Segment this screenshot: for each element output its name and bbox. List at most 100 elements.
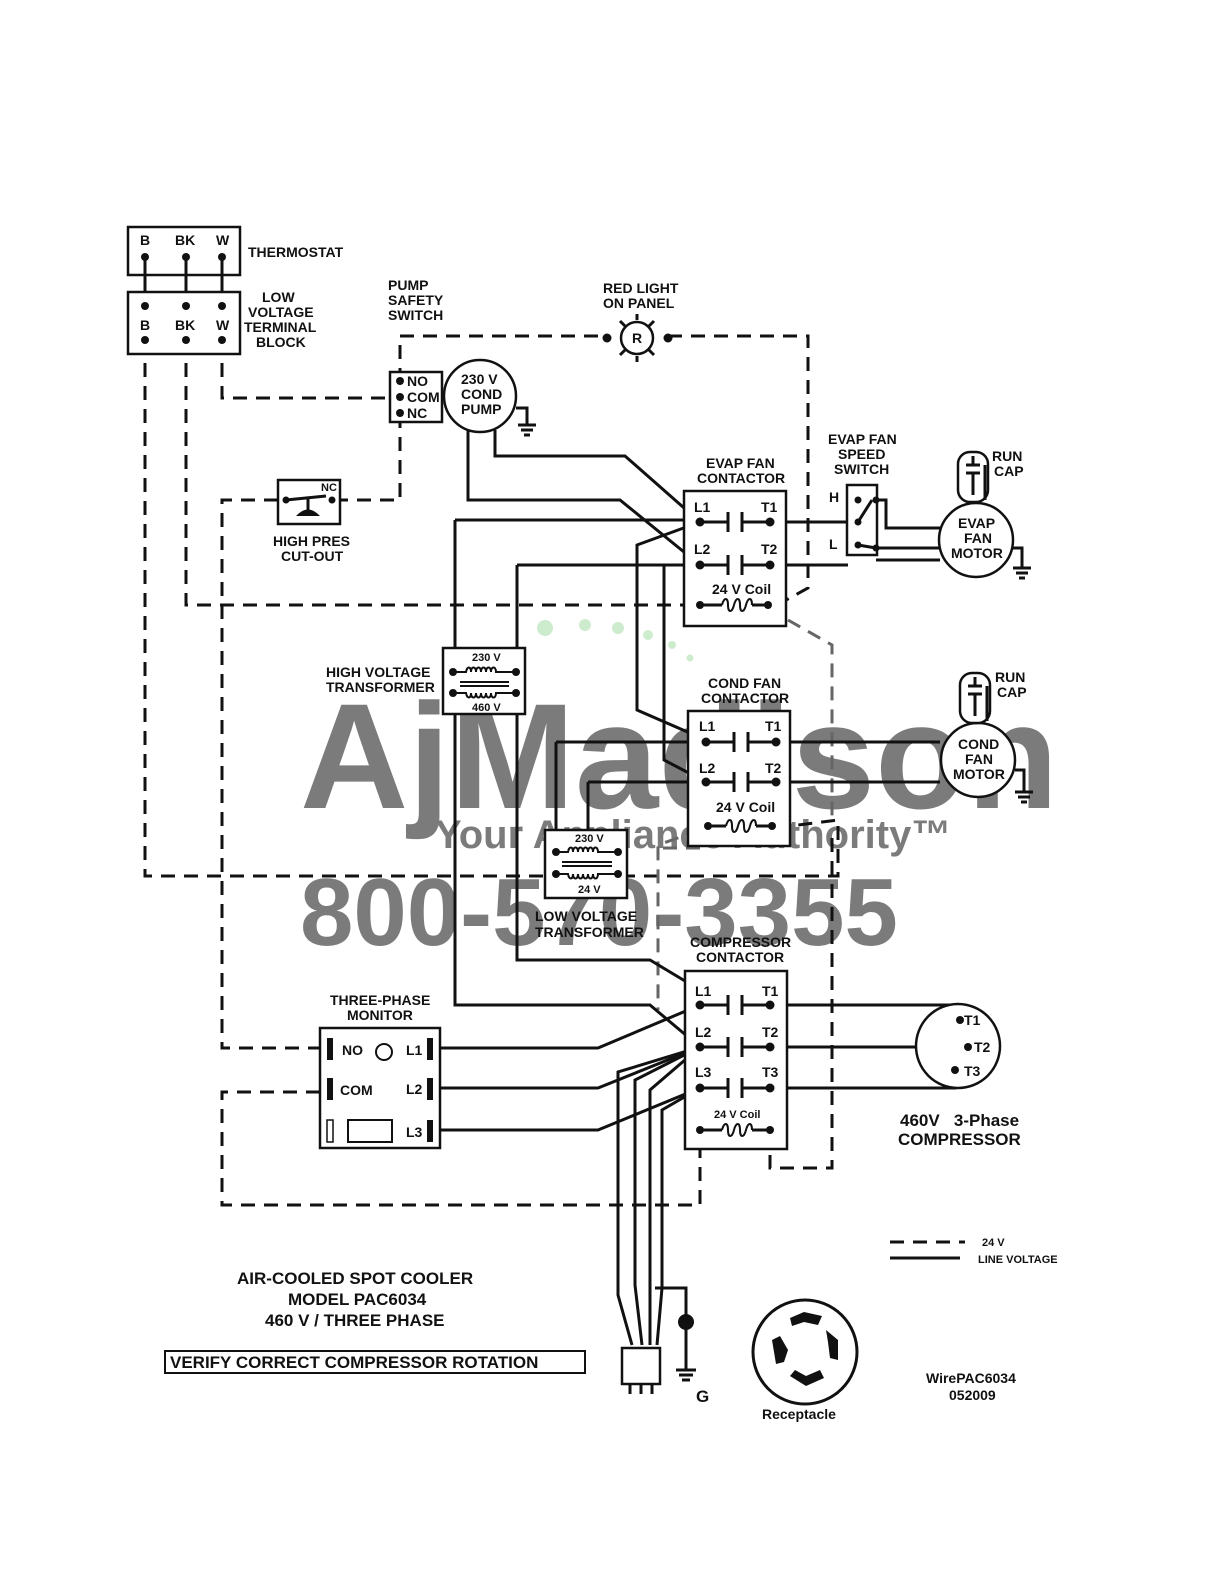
monitor-indicator-icon	[375, 1043, 393, 1061]
compressor-title-1: 460V 3-Phase	[900, 1111, 1019, 1130]
high-pres-title-2: CUT-OUT	[281, 548, 344, 564]
cond-contactor-t2: T2	[765, 760, 782, 776]
compressor-contactor-l3: L3	[695, 1064, 712, 1080]
high-pres-nc: NC	[321, 482, 337, 494]
receptacle-label: Receptacle	[762, 1406, 836, 1422]
cond-contactor-title-1: COND FAN	[708, 675, 781, 691]
doc-code-1: WirePAC6034	[926, 1370, 1016, 1386]
evap-fan-contactor: EVAP FAN CONTACTOR L1 T1 L2 T2 24 V Coil	[682, 455, 788, 628]
pump-switch-nc: NC	[407, 405, 427, 421]
evap-cap-label-2: CAP	[994, 463, 1024, 479]
monitor-title-2: MONITOR	[347, 1007, 413, 1023]
caption-line-3: 460 V / THREE PHASE	[265, 1311, 445, 1330]
evap-motor-line-3: MOTOR	[951, 545, 1003, 561]
caption: AIR-COOLED SPOT COOLER MODEL PAC6034 460…	[164, 1269, 586, 1374]
monitor-l1: L1	[406, 1042, 423, 1058]
cond-motor-line-2: FAN	[965, 751, 993, 767]
monitor-l3: L3	[406, 1124, 423, 1140]
evap-speed-title-3: SWITCH	[834, 461, 889, 477]
evap-cap-label-1: RUN	[992, 448, 1022, 464]
compressor-t2: T2	[974, 1039, 991, 1055]
doc-code: WirePAC6034 052009	[926, 1370, 1016, 1403]
monitor-com: COM	[340, 1082, 373, 1098]
hv-transformer-title-1: HIGH VOLTAGE	[326, 664, 430, 680]
watermark-brand: AjMadison	[300, 672, 1058, 840]
cond-pump-ground-icon	[516, 406, 536, 437]
thermostat: B BK W THERMOSTAT	[126, 225, 344, 300]
thermostat-terminal-bk: BK	[175, 232, 195, 248]
cond-fan-motor: COND FAN MOTOR RUN CAP	[939, 669, 1033, 804]
line-voltage-wiring	[440, 430, 968, 1360]
caption-line-2: MODEL PAC6034	[288, 1290, 427, 1309]
evap-contactor-l2: L2	[694, 541, 711, 557]
evap-motor-line-1: EVAP	[958, 515, 995, 531]
plug-prongs-icon	[628, 1384, 654, 1394]
compressor-title-2: COMPRESSOR	[898, 1130, 1021, 1149]
evap-contactor-l1: L1	[694, 499, 711, 515]
evap-fan-motor: EVAP FAN MOTOR RUN CAP	[937, 448, 1031, 580]
lv-transformer-bottom: 24 V	[578, 884, 601, 896]
lv-transformer-title-2: TRANSFORMER	[535, 924, 644, 940]
monitor-title-1: THREE-PHASE	[330, 992, 430, 1008]
evap-speed-h: H	[829, 489, 839, 505]
cond-motor-ground-icon	[1015, 768, 1033, 804]
evap-run-cap-icon	[966, 456, 987, 500]
pump-switch-title-2: SAFETY	[388, 292, 444, 308]
compressor-contactor-title-1: COMPRESSOR	[690, 934, 791, 950]
low-voltage-wiring	[143, 334, 840, 1207]
cond-pump-line-3: PUMP	[461, 401, 501, 417]
red-light-symbol: R	[632, 330, 642, 346]
cond-contactor-l2: L2	[699, 760, 716, 776]
pump-switch-com: COM	[407, 389, 440, 405]
lv-transformer-coils-icon	[556, 846, 618, 880]
evap-motor-ground-icon	[1013, 546, 1031, 580]
cond-contactor-title-2: CONTACTOR	[701, 690, 789, 706]
cond-cap-label-2: CAP	[997, 684, 1027, 700]
pump-switch-no: NO	[407, 373, 428, 389]
compressor-contactor-title-2: CONTACTOR	[696, 949, 784, 965]
ground-icon	[676, 1360, 696, 1382]
lv-transformer-top: 230 V	[575, 833, 604, 845]
evap-contactor-title-1: EVAP FAN	[706, 455, 775, 471]
compressor-contactor: COMPRESSOR CONTACTOR L1 T1 L2 T2 L3 T3 2…	[683, 934, 791, 1151]
pressure-switch-icon	[285, 494, 327, 510]
light-rays-icon	[618, 314, 656, 362]
hv-transformer-bottom: 460 V	[472, 702, 501, 714]
low-voltage-terminal-block: B BK W LOW VOLTAGE TERMINAL BLOCK	[126, 289, 317, 356]
thermostat-terminal-b: B	[140, 232, 150, 248]
legend-dashed: 24 V	[982, 1237, 1005, 1249]
terminal-block-title-4: BLOCK	[256, 334, 306, 350]
evap-contactor-title-2: CONTACTOR	[697, 470, 785, 486]
thermostat-title: THERMOSTAT	[248, 244, 344, 260]
doc-code-2: 052009	[949, 1387, 996, 1403]
caption-warning: VERIFY CORRECT COMPRESSOR ROTATION	[170, 1353, 538, 1372]
terminal-block-w: W	[216, 317, 230, 333]
compressor-contactor-t1: T1	[762, 983, 779, 999]
cond-cap-label-1: RUN	[995, 669, 1025, 685]
compressor-contactor-t2: T2	[762, 1024, 779, 1040]
watermark: AjMadison Your Appliance Authority™ 800-…	[300, 619, 1058, 966]
cond-motor-line-3: MOTOR	[953, 766, 1005, 782]
red-light-title-2: ON PANEL	[603, 295, 675, 311]
cond-pump-line-2: COND	[461, 386, 502, 402]
monitor-no: NO	[342, 1042, 363, 1058]
evap-speed-title-2: SPEED	[838, 446, 885, 462]
cond-run-cap-icon	[968, 677, 989, 721]
high-pressure-cutout: NC HIGH PRES CUT-OUT	[273, 478, 350, 564]
cond-contactor-l1: L1	[699, 718, 716, 734]
terminal-block-b: B	[140, 317, 150, 333]
terminal-block-title-3: TERMINAL	[244, 319, 317, 335]
low-voltage-transformer: 230 V 24 V LOW VOLTAGE TRANSFORMER	[535, 828, 644, 940]
thermostat-terminal-w: W	[216, 232, 230, 248]
compressor-contactor-l2: L2	[695, 1024, 712, 1040]
pump-switch-title-3: SWITCH	[388, 307, 443, 323]
compressor-contactor-coil: 24 V Coil	[714, 1109, 760, 1121]
terminal-block-title-1: LOW	[262, 289, 295, 305]
three-phase-monitor: THREE-PHASE MONITOR NO COM L1 L2 L3	[318, 992, 442, 1150]
power-plug: G	[620, 1314, 709, 1406]
red-light-title-1: RED LIGHT	[603, 280, 679, 296]
evap-contactor-coil: 24 V Coil	[712, 581, 771, 597]
compressor-coil-icon	[721, 1123, 753, 1137]
evap-speed-l: L	[829, 536, 838, 552]
